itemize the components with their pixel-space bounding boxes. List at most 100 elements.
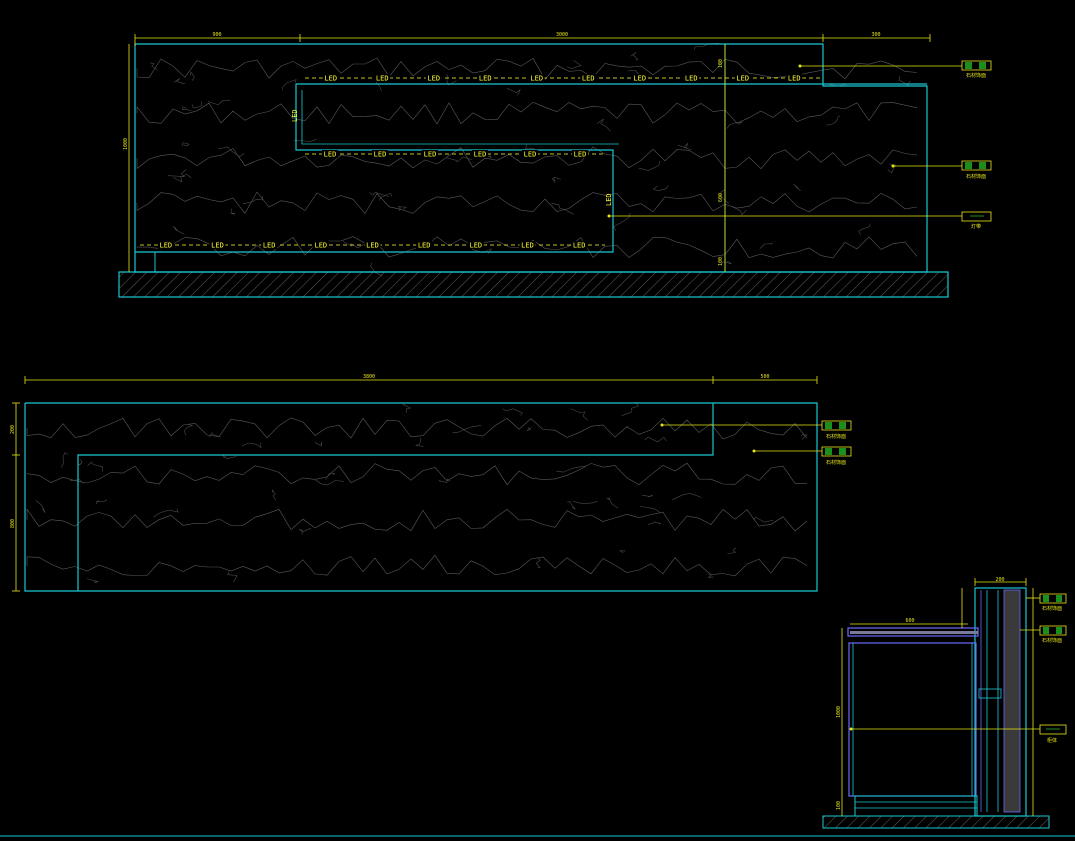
stone-crack [719, 189, 730, 204]
led-label: LED [376, 75, 389, 83]
stone-vein [26, 462, 807, 486]
led-label: LED [633, 75, 646, 83]
plan-elevation-texture [26, 402, 808, 584]
front-elevation: LED LED LED LED LED LED LED LED LED LED LED LED LED… [118, 32, 992, 298]
stone-crack [644, 436, 667, 443]
led-label: LED [788, 75, 801, 83]
led-label: LED [582, 75, 595, 83]
led-label: LED [263, 242, 276, 250]
led-label-vertical-left: LED [291, 109, 299, 122]
section-callout-3: 柜体 [849, 724, 1067, 744]
stone-crack [282, 79, 297, 91]
stone-vein [26, 554, 808, 577]
stone-crack [630, 52, 639, 61]
stone-crack [230, 208, 236, 215]
plan-dim-left-2: 800 [10, 519, 16, 528]
stone-crack [293, 139, 317, 143]
front-dim-top-3: 300 [871, 32, 880, 38]
front-floor-slab [118, 271, 949, 298]
stone-crack [826, 115, 841, 126]
stone-crack [596, 118, 611, 132]
stone-crack [627, 70, 640, 75]
stone-crack [570, 408, 589, 421]
led-label-bg [467, 241, 484, 249]
led-label: LED [685, 75, 698, 83]
stone-crack [641, 494, 653, 498]
led-label-bg [631, 74, 648, 82]
stone-crack [752, 517, 774, 523]
led-label: LED [524, 151, 537, 159]
stone-crack [556, 465, 586, 473]
led-label-bg [425, 74, 442, 82]
front-callout-1: 石材饰面 [798, 60, 992, 79]
led-label: LED [573, 242, 586, 250]
stone-crack [402, 403, 412, 413]
stone-crack [397, 206, 407, 212]
stone-crack [502, 408, 523, 416]
stone-crack [731, 206, 747, 216]
stone-crack [613, 212, 631, 231]
stone-crack [573, 500, 598, 505]
stone-crack [672, 493, 702, 501]
led-label-vertical-right: LED [605, 193, 613, 206]
stone-crack [415, 437, 424, 447]
stone-crack [721, 261, 732, 265]
led-label-bg [528, 74, 545, 82]
front-dim-top-1: 900 [212, 32, 221, 38]
stone-crack [759, 242, 773, 249]
led-label: LED [315, 242, 328, 250]
led-label-bg [734, 74, 751, 82]
led-label-bg [786, 74, 803, 82]
led-label: LED [474, 151, 487, 159]
stone-crack [551, 202, 574, 215]
stone-crack [677, 142, 692, 151]
plan-elevation: 3800 500 200 800 石材饰面 石材饰面 [10, 374, 852, 592]
stone-crack [551, 176, 561, 183]
stone-crack [241, 442, 262, 449]
stone-crack [858, 223, 871, 236]
stone-crack [566, 60, 582, 69]
plan-dim-left-1: 200 [10, 425, 16, 434]
front-callout-3: 灯带 [607, 211, 992, 230]
stone-crack [801, 434, 808, 440]
section-back-bracket [978, 688, 1002, 699]
led-label: LED [521, 242, 534, 250]
led-label-bg [209, 241, 226, 249]
led-label-bg [322, 150, 338, 158]
led-label: LED [211, 242, 224, 250]
section-callout-1: 石材饰面 [1026, 593, 1067, 612]
stone-crack [218, 146, 245, 157]
plan-dim-top-1: 3800 [363, 374, 375, 380]
section-dim-bottom-value: 100 [836, 801, 842, 810]
plan-inner-outline [77, 403, 714, 591]
section-back-panel [974, 587, 1027, 817]
stone-crack [87, 578, 99, 584]
front-dim-right-2: 600 [718, 193, 724, 202]
plan-callout-2-text: 石材饰面 [826, 459, 846, 466]
section-dim-top-1: 200 [995, 577, 1004, 583]
section-floor [822, 815, 1050, 829]
stone-crack [227, 571, 238, 582]
stone-crack [605, 497, 619, 509]
led-label: LED [427, 75, 440, 83]
stone-crack [640, 505, 661, 514]
stone-crack [726, 121, 743, 129]
led-label: LED [324, 75, 337, 83]
section-callout-2-text: 石材饰面 [1042, 637, 1062, 644]
stone-crack [315, 479, 345, 486]
stone-crack [793, 183, 801, 191]
stone-crack [567, 501, 576, 510]
stone-crack [183, 424, 194, 436]
plan-dim-left [12, 402, 20, 592]
led-label-bg [312, 241, 329, 249]
section-callout-2: 石材饰面 [1020, 625, 1067, 644]
section-back-panel-core [1003, 589, 1021, 813]
stone-crack [342, 241, 364, 249]
led-label-bg [580, 74, 597, 82]
front-callout-2: 石材饰面 [891, 160, 992, 180]
stone-crack [172, 173, 192, 183]
stone-crack [638, 160, 660, 171]
stone-crack [173, 226, 185, 235]
stone-crack [35, 500, 46, 513]
